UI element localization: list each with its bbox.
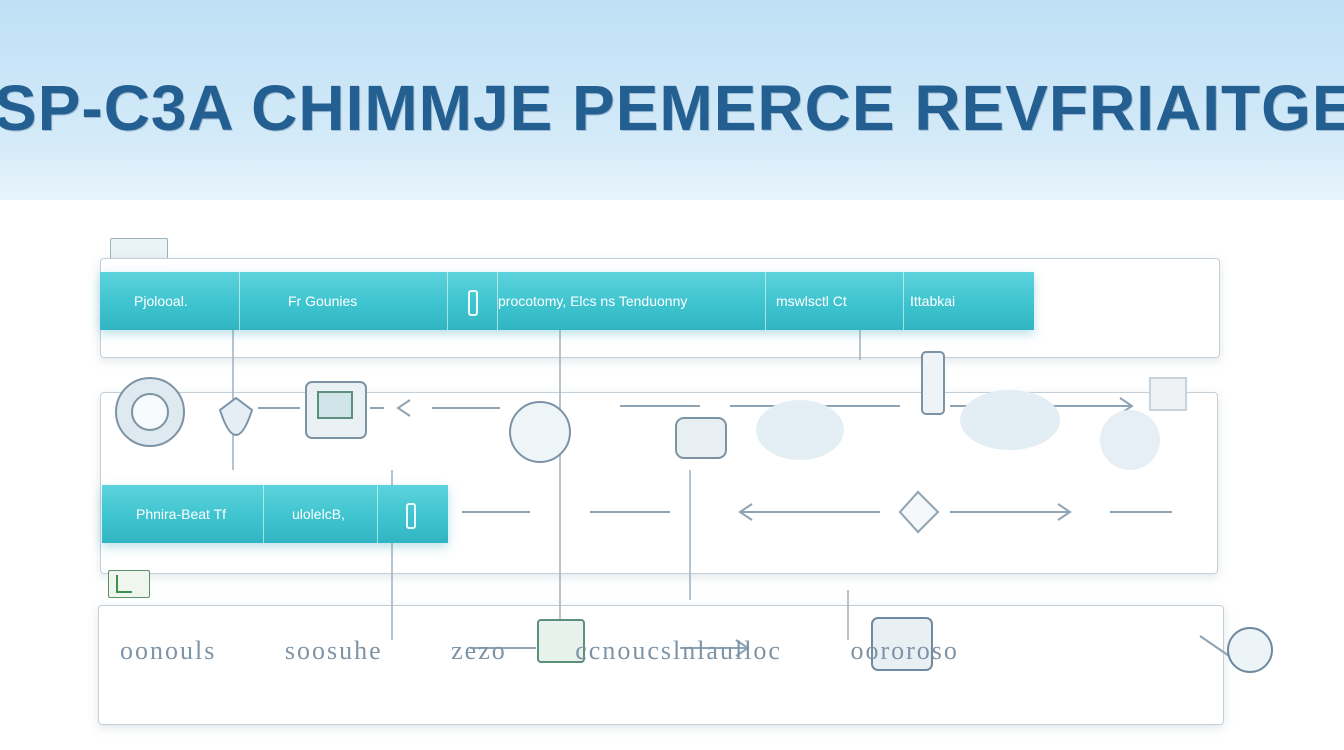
check-icon	[116, 575, 132, 593]
panel-tab-check	[108, 570, 150, 598]
bottom-row-icons	[537, 617, 1273, 673]
scale-icon	[509, 401, 571, 463]
arrow-head-icon	[396, 399, 411, 417]
flow-label: soosuhe	[284, 636, 383, 665]
arrow-head-icon	[738, 503, 753, 521]
monitor-screen	[317, 391, 353, 419]
drop-icon	[218, 396, 254, 436]
arrow-head-icon	[735, 639, 750, 657]
middle-row-icons	[115, 351, 1187, 470]
panel-bottom	[98, 605, 1224, 725]
bottom-row-links	[470, 635, 1239, 663]
lower-row-links	[462, 490, 1172, 534]
bottom-flow-labels: oonouls soosuhe zezo ccnoucslnlaulloc oo…	[120, 626, 1250, 676]
cabinet-icon	[537, 619, 585, 663]
title-banner: SP-C3A CHIMMJE PEMERCE REVFRIAITGES	[0, 0, 1344, 200]
device-icon	[131, 393, 169, 431]
page-title: SP-C3A CHIMMJE PEMERCE REVFRIAITGES	[0, 72, 1344, 144]
flow-label: zezo	[451, 636, 507, 665]
valve-icon	[675, 417, 727, 459]
flow-label: oonouls	[120, 636, 217, 665]
flask-icon	[1100, 410, 1160, 470]
banner-glow	[0, 150, 1344, 200]
header-cell-pin	[378, 485, 448, 543]
pin-icon	[468, 290, 478, 316]
machine-icon	[871, 617, 933, 671]
header-bar-top: Pjolooal. Fr Gounies procotomy, Elcs ns …	[100, 272, 1034, 330]
box-icon	[1149, 377, 1187, 411]
header-cell: ulolelcB,	[264, 485, 378, 543]
flow-label: oororoso	[850, 636, 959, 665]
cloud-icon	[960, 390, 1060, 450]
header-cell: Ittabkai	[910, 293, 956, 309]
cloud-icon	[756, 400, 844, 460]
header-cell: mswlsctl Ct	[766, 272, 904, 330]
header-bar-lower: Phnira-Beat Tf ulolelcB,	[102, 485, 448, 543]
header-cell-pin	[448, 272, 498, 330]
pin-icon	[406, 503, 416, 529]
flow-label: ccnoucslnlaulloc	[575, 636, 782, 665]
header-cell: Fr Gounies	[240, 272, 448, 330]
sensor-icon	[921, 351, 945, 415]
round-icon	[1227, 627, 1273, 673]
header-cell: Phnira-Beat Tf	[102, 485, 264, 543]
arrow-head-icon	[1057, 503, 1072, 521]
node-icon	[898, 490, 940, 534]
header-cell: procotomy, Elcs ns Tenduonny	[498, 272, 766, 330]
header-cell: Pjolooal.	[100, 272, 240, 330]
